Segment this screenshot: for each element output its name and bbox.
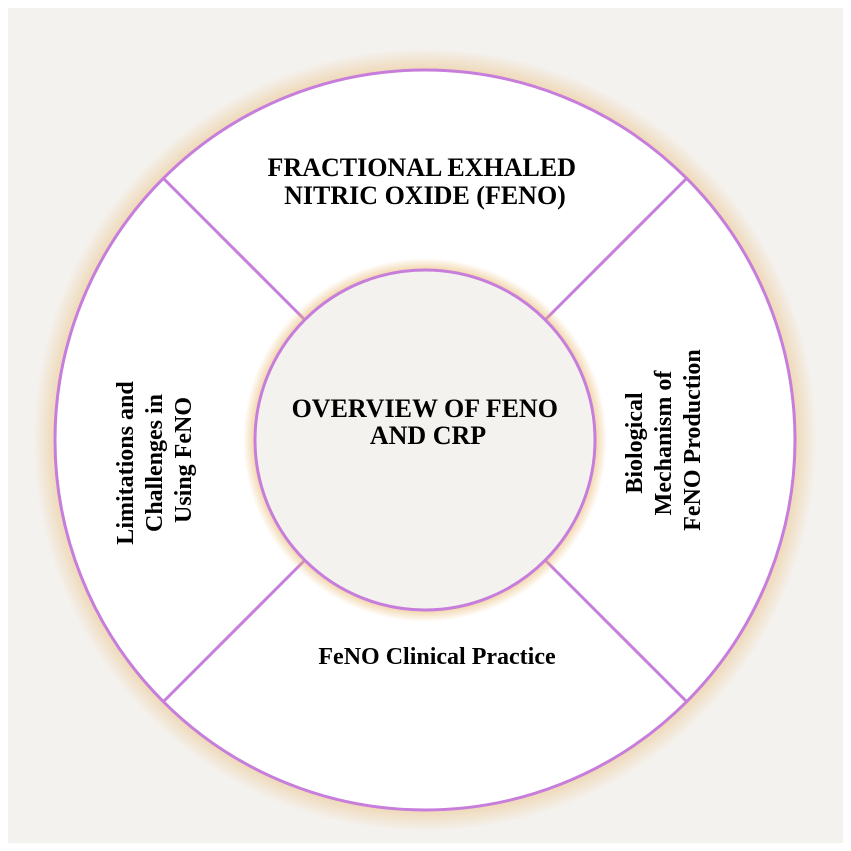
segment-top-line-1: FRACTIONAL EXHALED [268, 153, 576, 182]
center-label-line-2: AND CRP [370, 421, 486, 450]
segment-bottom-label: FeNO Clinical Practice [318, 644, 556, 670]
divider-top-left [161, 176, 307, 322]
segment-right-line-2: Mechanism of [651, 370, 677, 516]
segment-left-line-2: Challenges in [142, 394, 168, 532]
center-label: OVERVIEW OF FENO AND CRP [292, 394, 565, 450]
segment-right-line-1: Biological [622, 392, 648, 494]
segment-left-line-3: Using FeNO [171, 397, 197, 523]
divider-bottom-left [161, 558, 307, 704]
segment-left-line-1: Limitations and [113, 381, 139, 545]
segment-right-line-3: FeNO Production [680, 349, 706, 531]
divider-bottom-right [543, 558, 689, 704]
segment-top-line-2: NITRIC OXIDE (FENO) [284, 181, 566, 210]
segment-right-label: Biological Mechanism of FeNO Production [622, 349, 706, 531]
segment-left-label: Limitations and Challenges in Using FeNO [113, 375, 197, 544]
divider-top-right [543, 176, 689, 322]
center-hub [253, 268, 597, 612]
segment-bottom-line-1: FeNO Clinical Practice [318, 644, 556, 670]
segment-left-group: Limitations and Challenges in Using FeNO [113, 375, 197, 545]
segment-top-label: FRACTIONAL EXHALED NITRIC OXIDE (FENO) [268, 153, 583, 210]
segment-right-group: Biological Mechanism of FeNO Production [622, 349, 706, 531]
center-label-line-1: OVERVIEW OF FENO [292, 394, 558, 423]
